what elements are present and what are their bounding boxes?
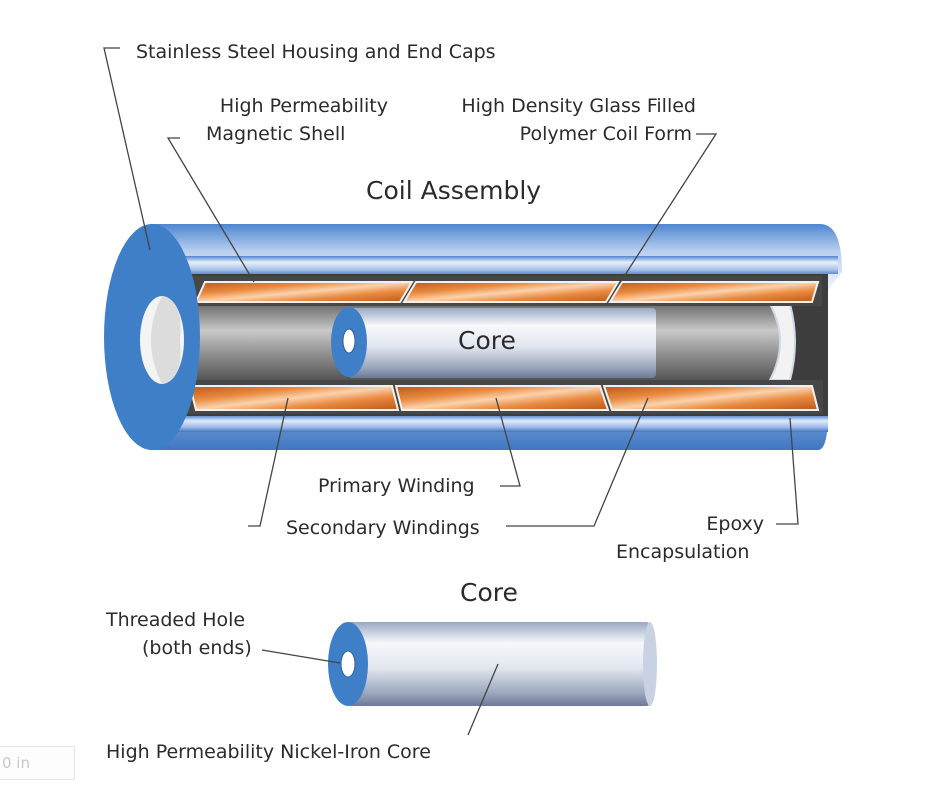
label-threaded-line2: (both ends) xyxy=(142,637,252,659)
leader-nickel-core xyxy=(467,663,499,736)
end-cap-hole-shadow xyxy=(151,296,181,384)
winding-segment xyxy=(194,281,414,303)
winding-segment xyxy=(394,385,610,411)
label-coilform-line1: High Density Glass Filled xyxy=(461,95,696,117)
winding-segment xyxy=(402,281,620,303)
label-shell-line2: Magnetic Shell xyxy=(206,123,346,145)
leader-coilform xyxy=(613,133,718,293)
assembly-core-hole xyxy=(342,328,356,354)
label-housing: Stainless Steel Housing and End Caps xyxy=(136,41,496,63)
label-threaded-line1: Threaded Hole xyxy=(106,609,246,631)
label-primary-winding: Primary Winding xyxy=(318,475,475,497)
leader-threaded xyxy=(261,649,341,664)
housing-wall-top xyxy=(178,256,838,274)
windings-bottom xyxy=(188,385,820,411)
label-epoxy-line1: Epoxy xyxy=(706,513,764,535)
label-epoxy-line2: Encapsulation xyxy=(616,541,750,563)
leader-shell xyxy=(166,137,255,283)
coil-assembly xyxy=(104,224,842,450)
leader-primary xyxy=(495,397,521,487)
winding-segment xyxy=(602,385,820,411)
label-coilform-line2: Polymer Coil Form xyxy=(519,123,692,145)
leader-epoxy xyxy=(776,417,799,525)
label-nickel-iron-core: High Permeability Nickel-Iron Core xyxy=(106,741,431,763)
winding-segment xyxy=(188,385,400,411)
title-core: Core xyxy=(460,578,518,607)
standalone-core xyxy=(328,622,657,706)
label-core-in-assembly: Core xyxy=(458,326,516,355)
winding-segment xyxy=(608,281,820,303)
core-threaded-hole xyxy=(340,650,356,678)
leader-secondary-2 xyxy=(506,397,649,527)
windings-top xyxy=(194,281,820,303)
leader-secondary xyxy=(248,397,289,527)
core-right-end xyxy=(643,622,657,706)
assembly-core-body xyxy=(348,308,656,378)
core-body xyxy=(346,622,652,706)
leader-lines xyxy=(103,47,799,736)
label-secondary-windings: Secondary Windings xyxy=(286,517,480,539)
title-coil-assembly: Coil Assembly xyxy=(366,176,542,205)
leader-housing xyxy=(103,47,151,251)
corner-measure-field: 0 in xyxy=(0,746,75,780)
label-shell-line1: High Permeability xyxy=(219,95,388,117)
